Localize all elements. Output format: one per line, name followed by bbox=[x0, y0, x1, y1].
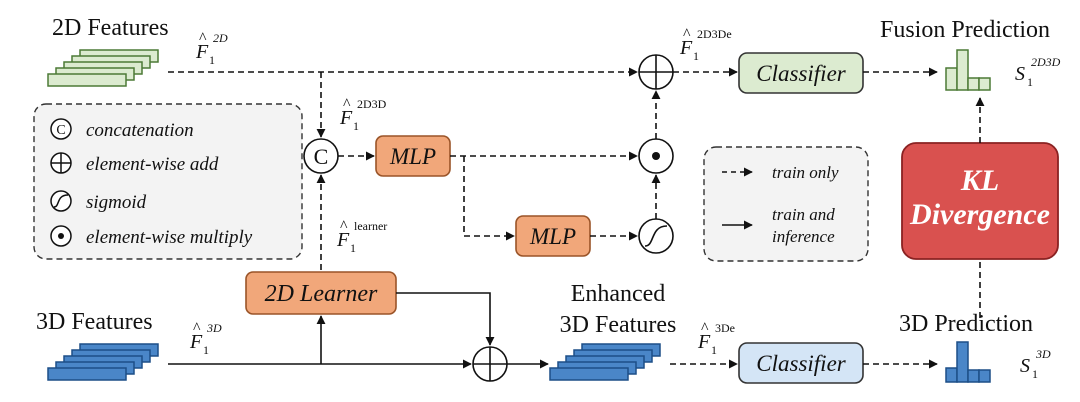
solid-connections bbox=[168, 292, 549, 369]
svg-text:2D: 2D bbox=[213, 31, 228, 45]
svg-text:1: 1 bbox=[1027, 75, 1033, 89]
svg-text:2D3D: 2D3D bbox=[1031, 55, 1061, 69]
legend-ops-box bbox=[33, 103, 303, 260]
var-s3d: S 1 3D bbox=[1020, 347, 1051, 381]
element-wise-add-icon bbox=[50, 152, 72, 174]
svg-text:1: 1 bbox=[693, 49, 699, 63]
legend-element-wise-multiply: element-wise multiply bbox=[86, 227, 253, 248]
histogram-bar bbox=[945, 367, 958, 383]
svg-text:1: 1 bbox=[353, 119, 359, 133]
svg-text:S: S bbox=[1015, 63, 1025, 85]
svg-text:1: 1 bbox=[1032, 367, 1038, 381]
histogram-bar bbox=[978, 77, 991, 91]
mlp-bottom-box: MLP bbox=[515, 215, 591, 257]
var-f3dde: F ^ 1 3De bbox=[697, 320, 735, 357]
svg-text:F: F bbox=[697, 331, 711, 353]
svg-text:Classifier: Classifier bbox=[756, 351, 847, 376]
svg-text:3De: 3De bbox=[715, 321, 735, 335]
label-enhanced: Enhanced bbox=[571, 281, 666, 307]
svg-text:1: 1 bbox=[350, 241, 356, 255]
histogram-bar bbox=[956, 49, 969, 91]
concat-node: C bbox=[303, 138, 339, 174]
classifier-bottom-box: Classifier bbox=[738, 342, 864, 384]
var-f2d: F ^ 1 2D bbox=[195, 30, 228, 67]
add-node-bottom bbox=[472, 346, 508, 382]
svg-text:S: S bbox=[1020, 355, 1030, 377]
svg-text:^: ^ bbox=[701, 320, 709, 337]
svg-text:MLP: MLP bbox=[389, 144, 436, 169]
svg-text:^: ^ bbox=[343, 96, 351, 113]
histogram-bar bbox=[956, 341, 969, 383]
dashed-connections bbox=[168, 67, 985, 369]
histogram-bar bbox=[978, 369, 991, 383]
svg-text:1: 1 bbox=[203, 343, 209, 357]
svg-text:C: C bbox=[56, 123, 65, 138]
sigmoid-node bbox=[638, 218, 674, 254]
label-enhanced-3d-features: 3D Features bbox=[560, 312, 677, 338]
svg-text:^: ^ bbox=[199, 30, 207, 47]
svg-text:C: C bbox=[314, 144, 329, 169]
svg-text:3D: 3D bbox=[206, 321, 222, 335]
var-f3d: F ^ 1 3D bbox=[189, 320, 222, 357]
legend-train-only: train only bbox=[772, 163, 839, 182]
element-wise-multiply-icon bbox=[50, 225, 72, 247]
var-f2d3d: F ^ 1 2D3D bbox=[339, 96, 387, 133]
label-2d-features: 2D Features bbox=[52, 15, 169, 41]
histogram-bar bbox=[967, 77, 980, 91]
enhanced-features-3d-stack bbox=[549, 343, 661, 381]
legend-element-wise-add: element-wise add bbox=[86, 154, 219, 175]
mlp-top-box: MLP bbox=[375, 135, 451, 177]
svg-text:2D Learner: 2D Learner bbox=[265, 281, 378, 307]
svg-text:KL: KL bbox=[960, 164, 999, 197]
svg-text:Divergence: Divergence bbox=[909, 198, 1050, 231]
svg-text:2D3D: 2D3D bbox=[357, 97, 387, 111]
fusion-prediction-histogram bbox=[945, 49, 991, 91]
svg-text:F: F bbox=[189, 331, 203, 353]
features-3d-stack bbox=[47, 343, 159, 381]
var-flearner: F ^ 1 learner bbox=[336, 218, 387, 255]
learner-box: 2D Learner bbox=[245, 271, 397, 315]
prediction-3d-histogram bbox=[945, 341, 991, 383]
svg-text:2D3De: 2D3De bbox=[697, 27, 732, 41]
add-node-top bbox=[638, 54, 674, 90]
svg-text:F: F bbox=[339, 107, 353, 129]
svg-text:^: ^ bbox=[340, 218, 348, 235]
legend-concatenation: concatenation bbox=[86, 120, 194, 141]
histogram-bar bbox=[967, 369, 980, 383]
var-f2d3dde: F ^ 1 2D3De bbox=[679, 26, 732, 63]
svg-text:1: 1 bbox=[711, 343, 717, 357]
svg-text:1: 1 bbox=[209, 53, 215, 67]
label-fusion-prediction: Fusion Prediction bbox=[880, 17, 1050, 43]
svg-text:^: ^ bbox=[683, 26, 691, 43]
svg-text:F: F bbox=[679, 37, 693, 59]
label-3d-prediction: 3D Prediction bbox=[899, 311, 1033, 337]
label-3d-features: 3D Features bbox=[36, 309, 153, 335]
svg-text:learner: learner bbox=[354, 219, 387, 233]
var-s2d3d: S 1 2D3D bbox=[1015, 55, 1061, 89]
kl-divergence-box: KL Divergence bbox=[901, 142, 1059, 260]
sigmoid-icon bbox=[50, 190, 72, 212]
classifier-top-box: Classifier bbox=[738, 52, 864, 94]
svg-text:MLP: MLP bbox=[529, 224, 576, 249]
svg-text:F: F bbox=[195, 41, 209, 63]
svg-text:Classifier: Classifier bbox=[756, 61, 847, 86]
histogram-bar bbox=[945, 67, 958, 91]
features-2d-stack bbox=[47, 49, 159, 87]
legend-inference: inference bbox=[772, 227, 835, 246]
legend-train-and: train and bbox=[772, 205, 835, 224]
svg-text:F: F bbox=[336, 229, 350, 251]
svg-text:^: ^ bbox=[193, 320, 201, 337]
legend-sigmoid: sigmoid bbox=[86, 192, 147, 213]
multiply-node bbox=[638, 138, 674, 174]
concatenation-icon: C bbox=[50, 118, 72, 140]
svg-text:3D: 3D bbox=[1035, 347, 1051, 361]
